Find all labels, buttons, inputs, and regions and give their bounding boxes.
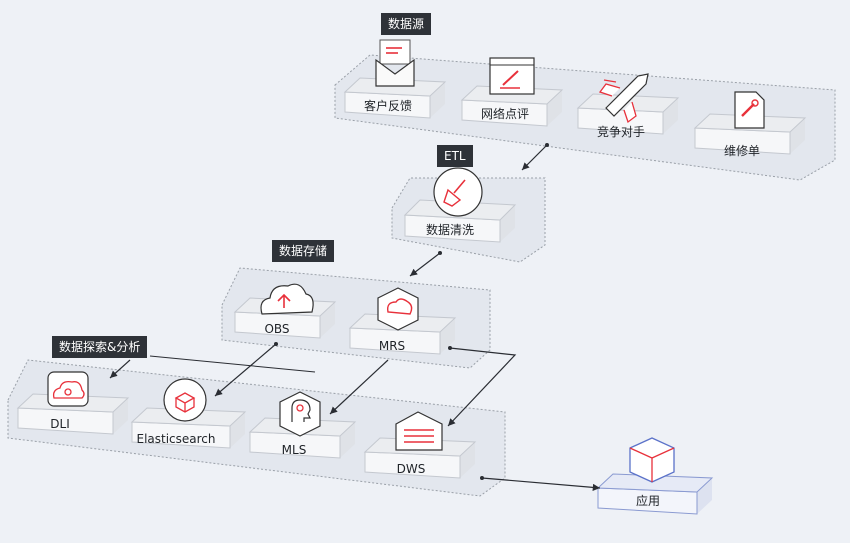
edge-obs-to-elasticsearch <box>214 343 277 397</box>
node-repair-orders[interactable]: 维修单 <box>693 91 807 158</box>
edge-dws-to-application <box>481 477 601 491</box>
node-label-customer-feedback: 客户反馈 <box>364 98 412 113</box>
node-customer-feedback[interactable]: 客户反馈 <box>343 39 447 119</box>
node-elasticsearch[interactable]: Elasticsearch <box>130 378 247 449</box>
node-dli[interactable]: DLI <box>16 371 130 435</box>
rocket-icon <box>598 73 649 124</box>
node-label-web-reviews: 网络点评 <box>481 106 529 121</box>
cube-circle-icon <box>163 378 207 422</box>
node-mls[interactable]: MLS <box>248 391 357 459</box>
envelope-icon <box>375 39 415 87</box>
edge-mrs-to-dws <box>447 347 517 427</box>
node-label-application: 应用 <box>636 493 660 508</box>
node-label-dli: DLI <box>50 417 69 431</box>
node-mrs[interactable]: MRS <box>348 287 457 355</box>
data-hexagon-icon <box>377 287 419 331</box>
browser-edit-icon <box>489 57 535 95</box>
node-competitors[interactable]: 竞争对手 <box>576 73 680 139</box>
group-label-etl: ETL <box>437 145 473 167</box>
cloud-search-icon <box>47 371 89 407</box>
edge-etl-to-storage <box>409 252 441 277</box>
group-label-analysis: 数据探索&分析 <box>52 336 148 358</box>
node-obs[interactable]: OBS <box>233 283 337 339</box>
wrench-document-icon <box>734 91 765 129</box>
node-label-mrs: MRS <box>379 339 405 353</box>
edge-sources-to-etl <box>521 144 548 171</box>
node-label-competitors: 竞争对手 <box>597 125 645 139</box>
node-web-reviews[interactable]: 网络点评 <box>460 57 564 127</box>
node-label-mls: MLS <box>282 443 307 457</box>
node-dws[interactable]: DWS <box>363 411 477 479</box>
group-label-sources: 数据源 <box>381 13 432 35</box>
cloud-upload-icon <box>260 283 314 315</box>
warehouse-icon <box>395 411 443 451</box>
edge-mrs-to-mls <box>329 359 389 415</box>
broom-icon <box>433 167 483 217</box>
node-label-data-cleaning: 数据清洗 <box>426 222 474 237</box>
node-data-cleaning[interactable]: 数据清洗 <box>403 167 517 243</box>
node-label-repair-orders: 维修单 <box>724 143 760 158</box>
edge-analysis-to-storage <box>149 355 316 373</box>
brain-head-icon <box>279 391 321 437</box>
group-label-storage: 数据存储 <box>272 240 335 262</box>
node-application[interactable]: 应用 <box>596 437 714 515</box>
connectors <box>109 143 601 491</box>
node-label-obs: OBS <box>264 322 289 336</box>
node-label-elasticsearch: Elasticsearch <box>136 432 215 446</box>
edge-obs-to-dli <box>109 359 131 379</box>
cube-icon <box>629 437 675 483</box>
node-label-dws: DWS <box>397 462 426 476</box>
